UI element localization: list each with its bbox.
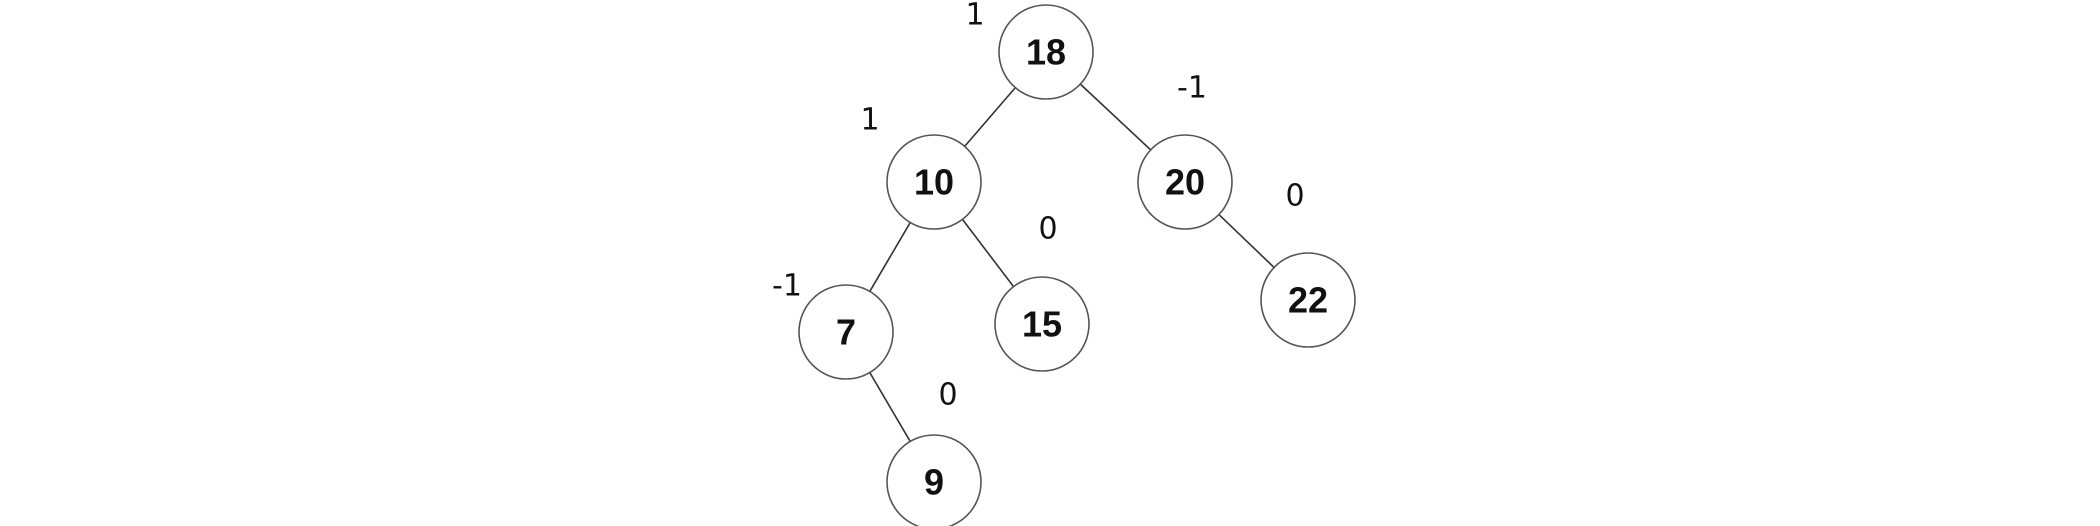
balance-factor-15: 0 xyxy=(1038,212,1057,247)
edge-n10-n15 xyxy=(961,218,1015,288)
node-value-label: 7 xyxy=(836,312,856,353)
node-circle xyxy=(886,134,982,230)
edge-n18-n10 xyxy=(964,87,1016,147)
balance-factor-labels: 1 1 -1 -1 0 0 0 xyxy=(772,0,1305,413)
balance-factor-20: -1 xyxy=(1177,71,1207,106)
balance-factor-22: 0 xyxy=(1285,179,1304,214)
node-circle xyxy=(1260,252,1356,348)
tree-edges xyxy=(869,83,1275,442)
balance-factor-9: 0 xyxy=(938,378,957,413)
node-circle xyxy=(798,284,894,380)
balance-factor-18: 1 xyxy=(965,0,984,33)
tree-node-20: 20 xyxy=(1137,134,1233,230)
tree-node-9: 9 xyxy=(886,434,982,526)
tree-node-18: 18 xyxy=(998,4,1094,100)
node-value-label: 20 xyxy=(1165,162,1205,203)
edge-n7-n9 xyxy=(869,372,911,442)
node-circle xyxy=(886,434,982,526)
node-value-label: 22 xyxy=(1288,280,1328,321)
node-value-label: 18 xyxy=(1026,32,1066,73)
tree-node-7: 7 xyxy=(798,284,894,380)
node-value-label: 9 xyxy=(924,462,944,503)
node-circle xyxy=(994,276,1090,372)
node-value-label: 10 xyxy=(914,162,954,203)
tree-node-10: 10 xyxy=(886,134,982,230)
balance-factor-7: -1 xyxy=(772,269,802,304)
edge-n18-n20 xyxy=(1079,83,1152,151)
tree-node-15: 15 xyxy=(994,276,1090,372)
balance-factor-10: 1 xyxy=(860,103,879,138)
node-circle xyxy=(1137,134,1233,230)
node-value-label: 15 xyxy=(1022,304,1062,345)
node-circle xyxy=(998,4,1094,100)
tree-node-22: 22 xyxy=(1260,252,1356,348)
edge-n20-n22 xyxy=(1218,213,1275,269)
edge-n10-n7 xyxy=(869,222,911,292)
